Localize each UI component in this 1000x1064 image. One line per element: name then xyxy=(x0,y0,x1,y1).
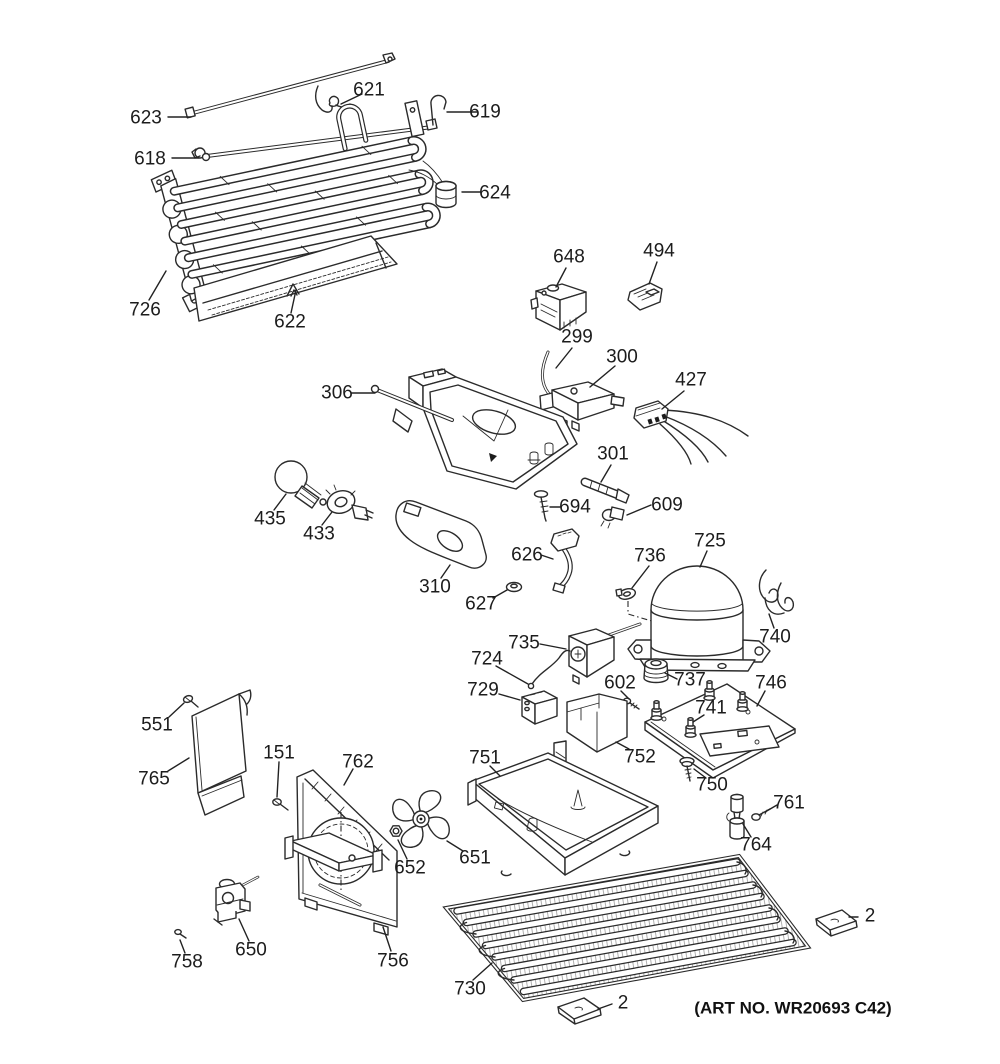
part-label-735: 735 xyxy=(508,633,540,654)
screw-151 xyxy=(272,798,289,811)
rod-618 xyxy=(191,118,438,162)
drain-trough-622 xyxy=(193,235,398,322)
overload-clip-736 xyxy=(615,588,656,623)
part-label-756: 756 xyxy=(377,951,409,972)
part-label-650: 650 xyxy=(235,940,267,961)
defrost-timer-648 xyxy=(530,283,587,331)
art-number: (ART NO. WR20693 C42) xyxy=(694,999,891,1018)
part-label-306: 306 xyxy=(321,383,353,404)
part-label-724: 724 xyxy=(471,649,503,670)
part-label-602: 602 xyxy=(604,673,636,694)
part-label-761: 761 xyxy=(773,793,805,814)
part-label-619: 619 xyxy=(469,102,501,123)
part-label-301: 301 xyxy=(597,444,629,465)
part-label-551: 551 xyxy=(141,715,173,736)
capillary-299 xyxy=(540,350,553,398)
part-label-729: 729 xyxy=(467,680,499,701)
part-label-765: 765 xyxy=(138,769,170,790)
part-label-300: 300 xyxy=(606,347,638,368)
part-label-622: 622 xyxy=(274,312,306,333)
part-label-730: 730 xyxy=(454,979,486,1000)
fan-shroud-762 xyxy=(284,769,398,936)
part-label-2-right: 2 xyxy=(865,906,876,927)
part-label-627: 627 xyxy=(465,594,497,615)
light-shield-310 xyxy=(395,500,487,569)
part-label-433: 433 xyxy=(303,524,335,545)
drain-pan-306 xyxy=(370,368,578,490)
nut-652 xyxy=(389,825,403,837)
grommet-627 xyxy=(505,581,523,593)
part-label-624: 624 xyxy=(479,183,511,204)
part-label-621: 621 xyxy=(353,80,385,101)
relay-494 xyxy=(627,282,663,311)
part-label-751: 751 xyxy=(469,748,501,769)
part-label-427: 427 xyxy=(675,370,707,391)
part-label-725: 725 xyxy=(694,531,726,552)
studs-741 xyxy=(650,680,749,738)
part-label-752: 752 xyxy=(624,747,656,768)
defrost-heater-301 xyxy=(580,477,630,504)
part-label-609: 609 xyxy=(651,495,683,516)
part-label-652: 652 xyxy=(394,858,426,879)
part-label-740: 740 xyxy=(759,627,791,648)
drain-tube-626 xyxy=(550,528,580,594)
condenser-grid-730 xyxy=(442,853,812,1003)
hook-619 xyxy=(430,94,447,126)
lamp-socket-433 xyxy=(325,484,374,521)
standoff-764 xyxy=(726,793,745,840)
fan-motor-650 xyxy=(213,875,260,926)
part-label-694: 694 xyxy=(559,497,591,518)
foam-block-752 xyxy=(566,693,628,753)
screw-750 xyxy=(679,756,695,782)
tube-hooks-740 xyxy=(758,569,795,615)
pad-2-right xyxy=(815,909,858,937)
part-label-623: 623 xyxy=(130,108,162,129)
part-label-737: 737 xyxy=(674,670,706,691)
part-label-618: 618 xyxy=(134,149,166,170)
part-label-762: 762 xyxy=(342,752,374,773)
part-label-310: 310 xyxy=(419,577,451,598)
screw-694 xyxy=(533,490,549,522)
part-label-151: 151 xyxy=(263,743,295,764)
part-label-299: 299 xyxy=(561,327,593,348)
part-label-764: 764 xyxy=(740,835,772,856)
part-label-651: 651 xyxy=(459,848,491,869)
light-bulb-435 xyxy=(274,460,327,509)
run-capacitor-729 xyxy=(521,690,558,725)
rod-623 xyxy=(184,52,396,119)
screw-758 xyxy=(174,928,187,939)
part-label-736: 736 xyxy=(634,546,666,567)
part-label-726: 726 xyxy=(129,300,161,321)
part-label-494: 494 xyxy=(643,241,675,262)
fan-blade-651 xyxy=(392,790,450,848)
wire-724 xyxy=(527,649,571,690)
start-relay-735 xyxy=(568,622,642,685)
part-label-746: 746 xyxy=(755,673,787,694)
part-label-741: 741 xyxy=(695,698,727,719)
compressor-725 xyxy=(627,565,771,672)
part-label-435: 435 xyxy=(254,509,286,530)
capacitor-624 xyxy=(408,160,457,209)
screw-551 xyxy=(182,694,199,708)
part-labels: 623 621 619 618 624 726 622 648 494 299 300 427 306 3… xyxy=(129,80,875,1014)
clip-609 xyxy=(600,506,625,529)
part-label-758: 758 xyxy=(171,952,203,973)
base-pan-751 xyxy=(467,740,659,877)
leader-lines xyxy=(148,93,859,1010)
part-label-626: 626 xyxy=(511,545,543,566)
part-label-2-bottom: 2 xyxy=(618,993,629,1014)
pad-2-bottom xyxy=(557,997,602,1025)
grommet-737 xyxy=(643,658,669,684)
harness-427 xyxy=(633,400,749,465)
side-panel-765 xyxy=(191,689,252,816)
part-label-750: 750 xyxy=(696,775,728,796)
part-label-648: 648 xyxy=(553,247,585,268)
